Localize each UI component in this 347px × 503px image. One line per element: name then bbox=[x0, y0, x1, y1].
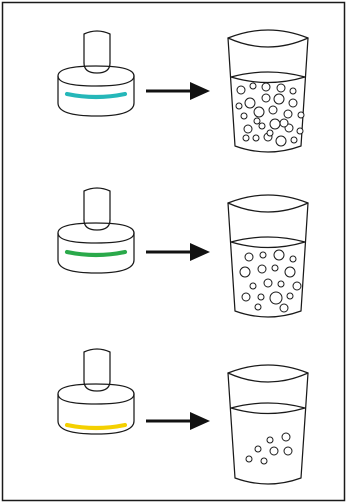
bubble-icon bbox=[283, 109, 293, 119]
bubble-icon bbox=[239, 266, 251, 278]
bubble-icon bbox=[289, 87, 297, 95]
bubble-icon bbox=[241, 292, 251, 302]
bubble-group bbox=[235, 82, 305, 147]
bubble-icon bbox=[236, 85, 246, 95]
test-strip bbox=[64, 422, 128, 431]
bubble-icon bbox=[253, 117, 261, 125]
bubble-icon bbox=[249, 282, 257, 290]
bubble-icon bbox=[289, 255, 297, 263]
bubble-icon bbox=[271, 264, 279, 272]
bubble-icon bbox=[259, 251, 267, 259]
beaker-glass-icon bbox=[227, 29, 309, 153]
bubble-icon bbox=[245, 455, 253, 463]
bubble-icon bbox=[244, 252, 254, 262]
bubble-icon bbox=[279, 303, 289, 313]
bubble-icon bbox=[290, 136, 298, 144]
bubble-icon bbox=[269, 446, 279, 456]
bubble-icon bbox=[253, 106, 265, 118]
bubble-icon bbox=[288, 98, 298, 108]
bubble-icon bbox=[281, 432, 291, 442]
bubble-icon bbox=[249, 82, 257, 90]
bubble-icon bbox=[266, 129, 274, 137]
bubble-icon bbox=[269, 291, 283, 305]
beaker-glass-icon bbox=[227, 364, 309, 485]
bubble-icon bbox=[276, 83, 286, 93]
bubble-icon bbox=[273, 93, 285, 105]
bubble-icon bbox=[268, 105, 278, 115]
bubble-icon bbox=[254, 303, 262, 311]
bubble-icon bbox=[279, 118, 289, 128]
bubble-icon bbox=[261, 93, 271, 103]
row-2 bbox=[57, 187, 309, 318]
bubble-icon bbox=[252, 134, 260, 142]
bubble-icon bbox=[240, 112, 248, 120]
test-strip bbox=[64, 249, 128, 258]
bubble-icon bbox=[244, 97, 256, 109]
bubble-icon bbox=[258, 122, 266, 130]
bubble-icon bbox=[273, 249, 285, 261]
bubble-icon bbox=[261, 82, 271, 92]
bubble-icon bbox=[266, 436, 274, 444]
bubble-icon bbox=[269, 118, 281, 130]
bubble-icon bbox=[254, 445, 262, 453]
bubble-icon bbox=[257, 293, 265, 301]
row-1 bbox=[57, 29, 309, 153]
bubble-group bbox=[245, 432, 293, 465]
test-strip bbox=[64, 91, 128, 100]
test-tube-icon bbox=[57, 187, 135, 274]
bubble-icon bbox=[297, 111, 305, 119]
bubble-icon bbox=[275, 135, 287, 147]
bubble-icon bbox=[277, 280, 285, 288]
bubble-icon bbox=[296, 127, 304, 135]
bubble-icon bbox=[260, 457, 268, 465]
right-arrow-icon bbox=[146, 243, 210, 261]
right-arrow-icon bbox=[146, 412, 210, 430]
test-tube-icon bbox=[57, 30, 135, 117]
row-3 bbox=[57, 348, 309, 485]
bubble-icon bbox=[284, 266, 296, 278]
bubble-icon bbox=[283, 446, 293, 456]
right-arrow-icon bbox=[146, 82, 210, 100]
bubble-icon bbox=[257, 264, 267, 274]
bubble-icon bbox=[292, 281, 302, 291]
bubble-icon bbox=[235, 102, 243, 110]
bubble-icon bbox=[242, 134, 250, 142]
bubble-icon bbox=[263, 278, 273, 288]
bubble-icon bbox=[286, 292, 294, 300]
beaker-glass-icon bbox=[227, 194, 309, 318]
test-tube-icon bbox=[57, 348, 135, 435]
bubble-icon bbox=[243, 124, 253, 134]
bubble-group bbox=[239, 249, 302, 313]
